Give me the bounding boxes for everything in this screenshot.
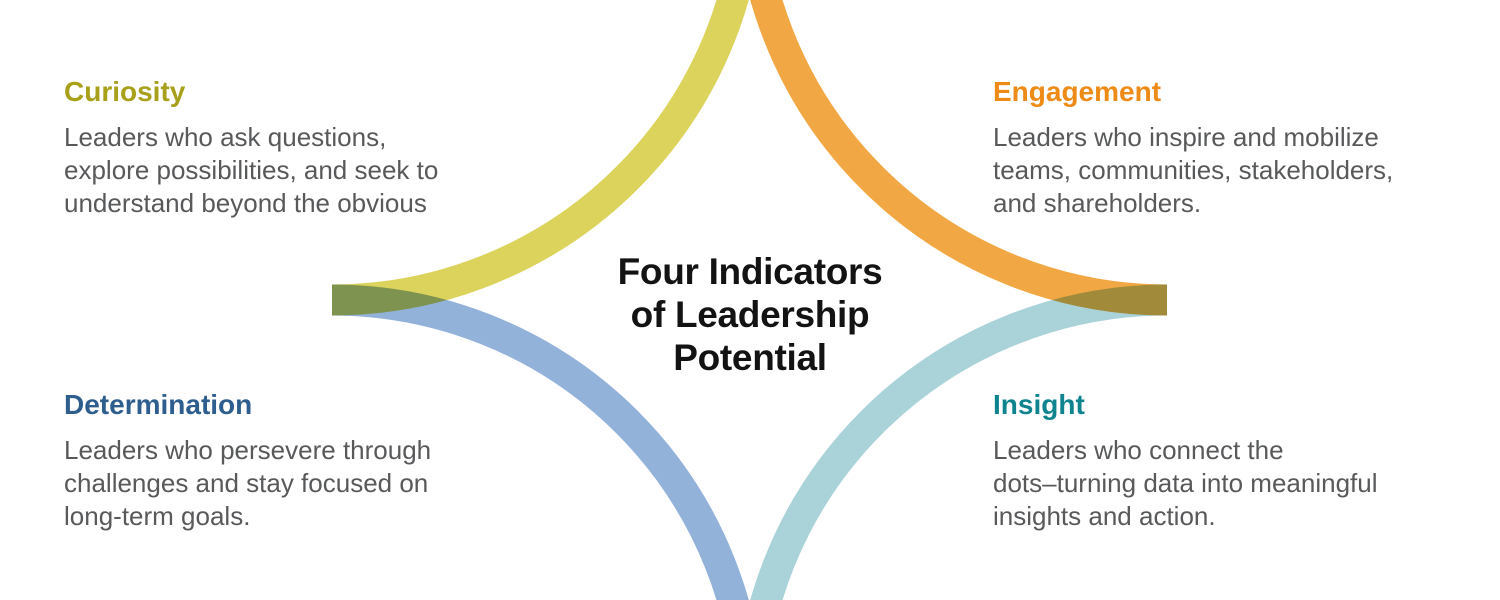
indicator-determination: Determination Leaders who persevere thro… [64,388,524,533]
page-title-line-1: Four Indicators [617,251,883,292]
determination-arc-icon [331,284,749,600]
insight-description-line-2: dots–turning data into meaningful [993,468,1378,498]
engagement-description-line-1: Leaders who inspire and mobilize [993,122,1379,152]
engagement-arc-icon [750,0,1168,316]
insight-description-line-1: Leaders who connect the [993,435,1284,465]
page-title-line-2: of Leadership [630,294,870,335]
indicator-curiosity: Curiosity Leaders who ask questions, exp… [64,75,524,220]
page-title-line-3: Potential [673,337,827,378]
curiosity-description-line-1: Leaders who ask questions, [64,122,387,152]
curiosity-description-line-2: explore possibilities, and seek to [64,155,439,185]
engagement-description-line-2: teams, communities, stakeholders, [993,155,1394,185]
insight-description-line-3: insights and action. [993,501,1216,531]
insight-arc-icon [750,284,1168,600]
determination-description-line-3: long-term goals. [64,501,251,531]
page-title: Four Indicators of Leadership Potential [510,250,990,379]
engagement-description: Leaders who inspire and mobilize teams, … [993,121,1453,220]
indicator-engagement: Engagement Leaders who inspire and mobil… [993,75,1453,220]
insight-description: Leaders who connect the dots–turning dat… [993,434,1453,533]
curiosity-description-line-3: understand beyond the obvious [64,188,427,218]
engagement-description-line-3: and shareholders. [993,188,1202,218]
indicator-insight: Insight Leaders who connect the dots–tur… [993,388,1453,533]
determination-description-line-2: challenges and stay focused on [64,468,429,498]
curiosity-heading: Curiosity [64,76,186,107]
engagement-heading: Engagement [993,76,1162,107]
determination-description-line-1: Leaders who persevere through [64,435,432,465]
curiosity-description: Leaders who ask questions, explore possi… [64,121,524,220]
determination-description: Leaders who persevere through challenges… [64,434,524,533]
insight-heading: Insight [993,389,1085,420]
determination-heading: Determination [64,389,253,420]
curiosity-arc-icon [331,0,749,316]
